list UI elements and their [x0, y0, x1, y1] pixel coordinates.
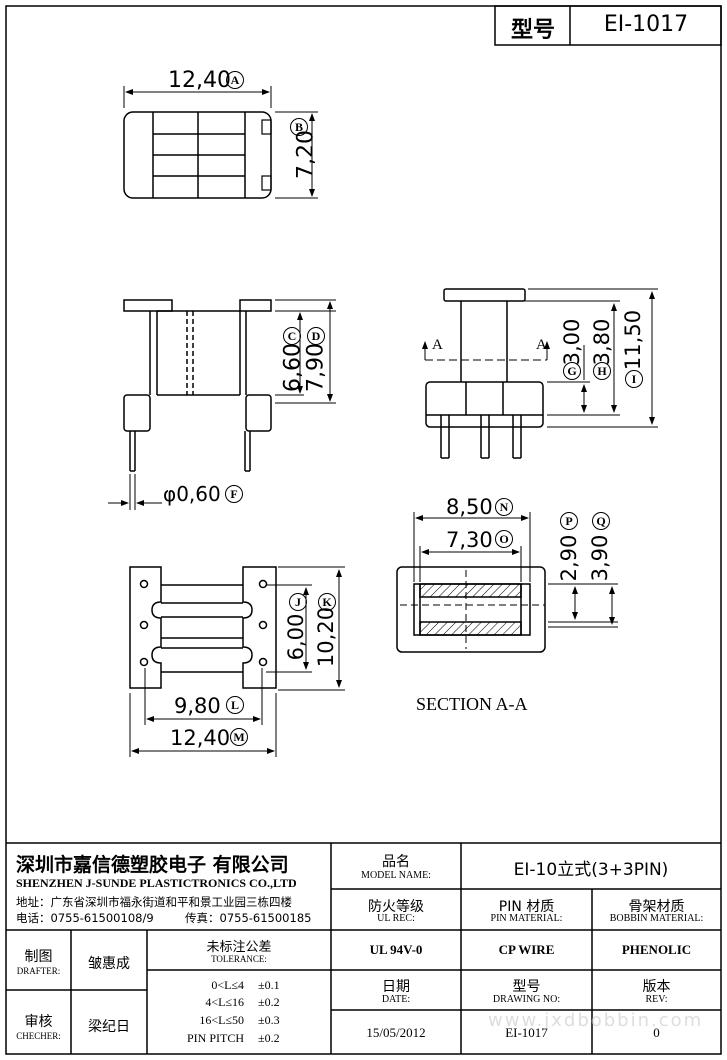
checker-label-en: CHECHER: [16, 1031, 61, 1041]
rev-value: 0 [653, 1025, 660, 1040]
model-name-label-en: MODEL NAME: [361, 870, 431, 881]
checker-name: 梁纪日 [88, 1019, 130, 1035]
pin-material-label-cn: PIN 材质 [498, 899, 555, 915]
dim-l-badge: L [226, 696, 244, 714]
watermark: www.jxdbobbin.com [488, 1010, 704, 1031]
dim-a-badge: A [226, 71, 244, 89]
bobbin-material-label-cn: 骨架材质 [628, 899, 685, 915]
company-name-en: SHENZHEN J-SUNDE PLASTICTRONICS CO.,LTD [16, 876, 297, 890]
dim-i-value: 11,50 [621, 309, 645, 371]
drawing-no-label-en: DRAWING NO: [492, 994, 561, 1005]
bottom-view-dims [129, 566, 345, 757]
bobbin-material-label-en: BOBBIN MATERIAL: [609, 913, 704, 924]
checker-label-cn: 审核 [24, 1014, 53, 1030]
top-view [123, 111, 272, 199]
dim-g-badge: G [563, 362, 581, 380]
tolerance-range: PIN PITCH [186, 1031, 244, 1045]
bobbin-material-value: PHENOLIC [621, 942, 692, 957]
dim-m-badge: M [230, 728, 248, 746]
date-label-cn: 日期 [382, 979, 410, 995]
tolerance-label-en: TOLERANCE: [211, 954, 267, 964]
tolerance-range: 0<L≤4 [211, 978, 244, 992]
ul-rec-value: UL 94V-0 [369, 942, 423, 957]
tolerance-label-cn: 未标注公差 [206, 940, 272, 955]
section-arrows [422, 341, 550, 361]
dim-h-badge: H [593, 362, 611, 380]
model-name-value: EI-10立式(3+3PIN) [513, 860, 669, 880]
company-name-cn: 深圳市嘉信德塑胶电子 有限公司 [16, 854, 289, 876]
pin-material-label-en: PIN MATERIAL: [490, 913, 563, 924]
dim-k-badge: K [318, 593, 336, 611]
side-view [425, 288, 544, 459]
dim-c-badge: C [283, 327, 301, 345]
rev-label-en: REV: [645, 994, 668, 1005]
header-model-label: 型号 [510, 18, 555, 43]
dim-q-value: 3,90 [588, 534, 612, 582]
dim-b-badge: B [290, 118, 308, 136]
dim-m-value: 12,40 [170, 726, 231, 750]
dim-j-value: 6,00 [284, 613, 308, 661]
dim-f-badge: F [225, 485, 243, 503]
ul-rec-label-cn: 防火等级 [368, 899, 424, 915]
company-address: 地址：广东省深圳市福永街道和平和景工业园三栋四楼 [16, 895, 292, 909]
model-name-label-cn: 品名 [382, 854, 410, 870]
header-box [494, 5, 722, 46]
section-view-dims [413, 512, 618, 628]
rev-label-cn: 版本 [642, 979, 671, 995]
dim-f-value: φ0,60 [163, 482, 221, 506]
date-value: 15/05/2012 [366, 1025, 426, 1040]
dim-l-value: 9,80 [174, 694, 221, 718]
date-label-en: DATE: [381, 994, 411, 1005]
bottom-view [129, 566, 277, 689]
top-view-dims [123, 86, 318, 199]
front-view-dims [108, 299, 336, 510]
drafter-label-en: DRAFTER: [16, 966, 61, 976]
tolerance-range: 16<L≤50 [199, 1013, 244, 1027]
dim-q-badge: Q [592, 512, 610, 530]
drafter-name: 皱惠成 [88, 956, 130, 972]
section-label: SECTION A-A [416, 694, 528, 714]
dim-p-value: 2,90 [557, 534, 581, 582]
ul-rec-label-en: UL REC: [377, 913, 415, 924]
drawing-frame [5, 5, 722, 1055]
drafter-label-cn: 制图 [24, 949, 53, 965]
company-fax: 传真：0755-61500185 [185, 911, 312, 925]
front-view [123, 299, 272, 472]
tolerance-value: ±0.1 [258, 978, 280, 992]
dim-o-value: 7,30 [446, 528, 493, 552]
tolerance-range: 4<L≤16 [205, 995, 244, 1009]
section-arrow-right-label: A [536, 337, 547, 353]
dim-n-value: 8,50 [446, 495, 493, 519]
header-model-value: EI-1017 [603, 12, 689, 37]
tolerance-value: ±0.3 [258, 1013, 280, 1027]
dim-i-badge: I [625, 370, 643, 388]
section-view [396, 566, 546, 653]
dim-p-badge: P [560, 512, 578, 530]
pin-material-value: CP WIRE [498, 942, 555, 957]
side-view-dims [510, 288, 658, 428]
drawing-no-value: EI-1017 [505, 1025, 548, 1040]
title-block-grid [6, 842, 721, 1054]
tolerance-value: ±0.2 [258, 1031, 280, 1045]
dim-a-value: 12,40 [168, 68, 231, 93]
section-arrow-left-label: A [432, 337, 443, 353]
dim-j-badge: J [289, 593, 307, 611]
dim-d-badge: D [307, 327, 325, 345]
tolerance-value: ±0.2 [258, 995, 280, 1009]
dim-o-badge: O [495, 530, 513, 548]
company-phone: 电话：0755-61500108/9 [16, 911, 154, 925]
dim-n-badge: N [495, 498, 513, 516]
drawing-no-label-cn: 型号 [512, 979, 541, 995]
